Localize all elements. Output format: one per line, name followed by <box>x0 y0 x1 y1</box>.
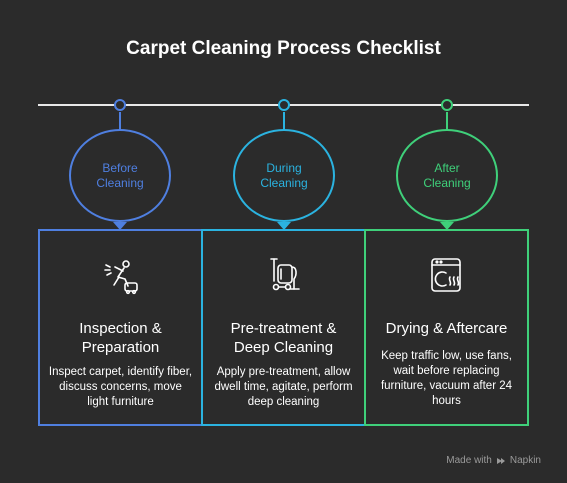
stage-heading-during: Pre-treatment & Deep Cleaning <box>230 320 337 356</box>
cleaning-machine-icon <box>264 255 304 300</box>
timeline-dot-during <box>278 99 290 111</box>
footer-brand: Napkin <box>509 455 541 466</box>
stage-card-before: Inspection & Preparation Inspect carpet,… <box>38 229 203 426</box>
stage-circle-after: After Cleaning <box>396 129 498 222</box>
footer-made-with: Made with <box>446 455 492 466</box>
stage-description-before: Inspect carpet, identify fiber, discuss … <box>48 366 193 408</box>
stage-circle-before: Before Cleaning <box>69 129 171 222</box>
footer-attribution: Made with Napkin <box>446 455 541 466</box>
stage-circle-during: During Cleaning <box>233 129 335 222</box>
timeline-dot-before <box>114 99 126 111</box>
stage-card-after: Drying & Aftercare Keep traffic low, use… <box>364 229 529 426</box>
stage-heading-before: Inspection & Preparation <box>79 320 162 356</box>
connector-after <box>446 112 448 130</box>
stage-label-during: During Cleaning <box>260 160 308 190</box>
connector-before <box>119 112 121 130</box>
stage-label-before: Before Cleaning <box>96 160 144 190</box>
stage-heading-after: Drying & Aftercare <box>385 320 508 337</box>
napkin-logo-icon <box>496 457 505 464</box>
stage-label-after: After Cleaning <box>423 160 471 190</box>
stage-description-after: Keep traffic low, use fans, wait before … <box>380 350 513 407</box>
page-title: Carpet Cleaning Process Checklist <box>126 38 441 59</box>
notch-after <box>440 222 454 230</box>
notch-during <box>277 222 291 230</box>
notch-before <box>113 222 127 230</box>
stage-card-during: Pre-treatment & Deep Cleaning Apply pre-… <box>201 229 366 426</box>
inspection-icon <box>101 255 141 300</box>
timeline-dot-after <box>441 99 453 111</box>
dryer-icon <box>427 255 467 300</box>
connector-during <box>283 112 285 130</box>
stage-description-during: Apply pre-treatment, allow dwell time, a… <box>214 366 353 408</box>
